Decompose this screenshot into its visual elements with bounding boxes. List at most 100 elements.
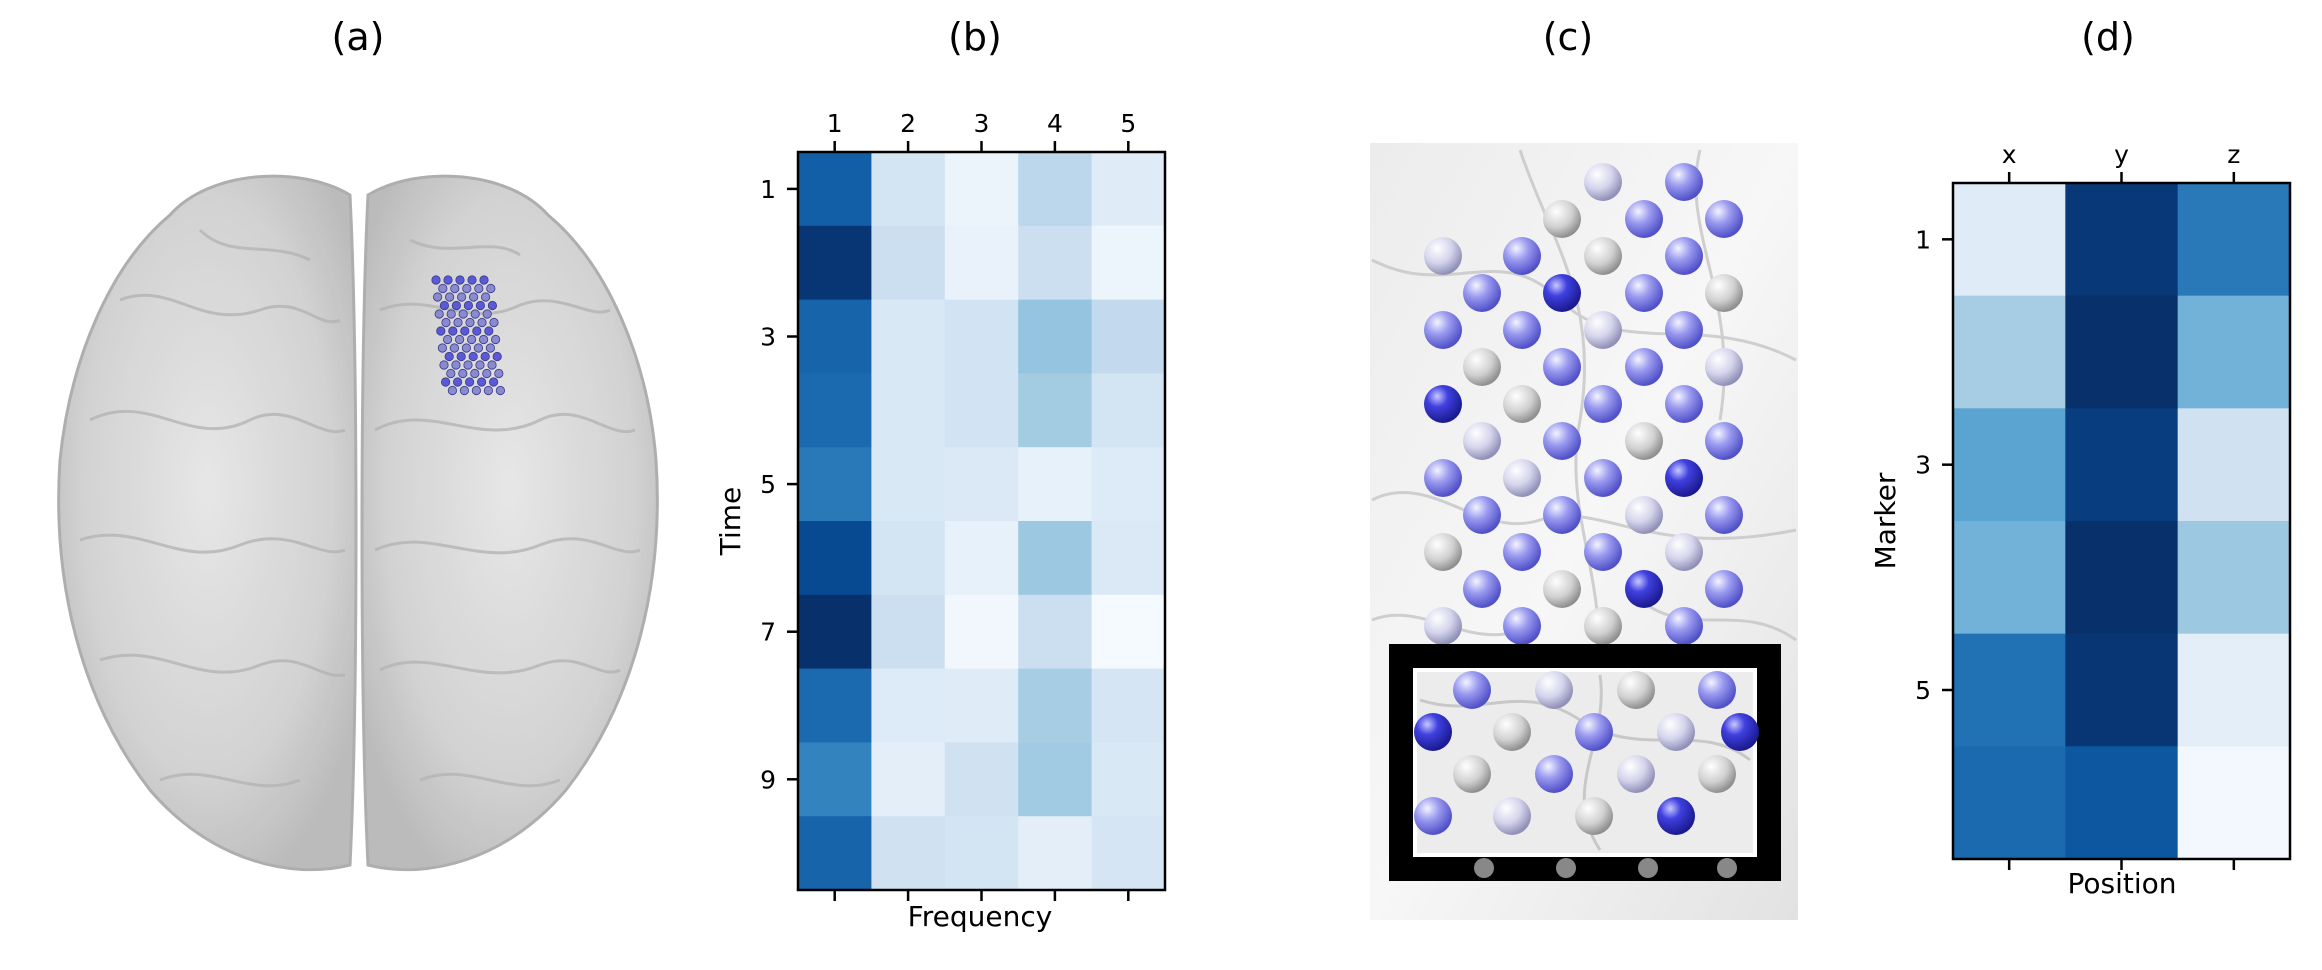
electrode-grid <box>431 275 505 396</box>
heatmap-cell <box>944 668 1019 743</box>
inset-electrode-sphere <box>1414 797 1452 835</box>
electrode-dot <box>483 385 493 396</box>
electrode-sphere <box>1665 237 1703 275</box>
electrode-dot <box>458 309 468 319</box>
electrode-sphere <box>1463 496 1501 534</box>
heatmap-cell <box>1091 373 1166 448</box>
heatmap-b-ylabel: Time <box>714 487 747 557</box>
heatmap-cell <box>1018 299 1093 374</box>
heatmap-cell <box>944 594 1019 670</box>
heatmap-cell <box>1018 742 1093 817</box>
heatmap-cell <box>2177 521 2291 635</box>
electrode-sphere <box>1424 311 1462 349</box>
electrode-dot <box>485 343 495 353</box>
y-tick-label: 9 <box>760 765 776 794</box>
electrode-dot <box>477 317 487 328</box>
heatmap-cell <box>871 594 946 670</box>
heatmap-cell <box>798 594 872 670</box>
inset-electrode-sphere <box>1617 755 1655 793</box>
heatmap-b-xlabel: Frequency <box>908 900 1053 933</box>
electrode-dot <box>446 368 456 379</box>
electrode-sphere <box>1625 348 1663 386</box>
electrode-dot <box>462 283 472 294</box>
electrode-dot <box>472 326 482 336</box>
electrode-dot <box>471 385 481 396</box>
electrode-dot <box>461 343 471 353</box>
electrode-sphere <box>1584 163 1622 201</box>
heatmap-cell <box>871 447 946 522</box>
brain-gyri <box>79 228 641 788</box>
heatmap-cell <box>1953 183 2066 297</box>
electrode-dot <box>487 300 497 311</box>
inset-electrode-spheres <box>1414 671 1759 835</box>
inset-electrode-sphere <box>1698 671 1736 709</box>
electrode-sphere <box>1543 570 1581 608</box>
electrode-spheres <box>1424 163 1743 645</box>
electrode-dot <box>484 326 494 336</box>
heatmap-cell <box>2065 746 2179 860</box>
heatmap-d-ylabel: Marker <box>1869 472 1902 569</box>
electrode-dot <box>441 317 451 328</box>
electrode-sphere <box>1503 237 1541 275</box>
electrode-dot <box>446 309 456 319</box>
heatmap-cell <box>798 373 872 448</box>
heatmap-cell <box>944 521 1019 596</box>
electrode-sphere <box>1665 459 1703 497</box>
electrode-dot <box>437 343 447 353</box>
heatmap-b-cells <box>798 152 1166 891</box>
inset-electrode-sphere <box>1414 713 1452 751</box>
electrode-sphere <box>1584 533 1622 571</box>
heatmap-cell <box>944 742 1019 817</box>
electrode-sphere <box>1463 422 1501 460</box>
electrode-dot <box>442 334 453 345</box>
electrode-dot <box>475 360 485 370</box>
y-tick-label: 5 <box>1915 676 1931 705</box>
heatmap-d-y-ticks: 135 <box>1915 225 1953 705</box>
electrode-dot <box>450 283 460 294</box>
electrode-sphere <box>1424 533 1462 571</box>
electrode-dot <box>480 292 491 302</box>
electrode-dot <box>453 317 463 328</box>
heatmap-cell <box>871 816 946 891</box>
electrode-dot <box>488 377 499 387</box>
electrode-dot <box>439 300 449 311</box>
electrode-dot <box>463 300 473 311</box>
electrode-dot <box>458 368 468 379</box>
heatmap-cell <box>798 152 872 227</box>
electrode-sphere <box>1665 533 1703 571</box>
electrode-dot <box>447 385 457 396</box>
heatmap-cell <box>1091 225 1166 301</box>
x-tick-label: x <box>2002 140 2017 169</box>
heatmap-cell <box>2177 183 2291 297</box>
heatmap-cell <box>1018 447 1093 522</box>
brain-illustration <box>57 174 659 872</box>
electrode-dot <box>431 275 441 285</box>
heatmap-cell <box>1018 373 1093 448</box>
electrode-dot <box>432 292 443 302</box>
heatmap-cell <box>2065 521 2179 635</box>
heatmap-cell <box>1018 521 1093 596</box>
electrode-dot <box>479 275 489 285</box>
heatmap-cell <box>1091 742 1166 817</box>
heatmap-cell <box>944 299 1019 374</box>
electrode-dot <box>456 351 466 362</box>
heatmap-cell <box>2177 633 2291 747</box>
electrode-sphere <box>1705 200 1743 238</box>
electrode-dot <box>438 283 448 294</box>
electrode-sphere <box>1584 459 1622 497</box>
inset-clipped-spheres <box>1474 858 1737 878</box>
electrode-sphere <box>1665 163 1703 201</box>
electrode-dot <box>476 377 487 387</box>
electrode-dot <box>455 275 465 285</box>
x-tick-label: 3 <box>974 109 990 138</box>
electrode-dot <box>480 351 490 362</box>
inset-electrode-sphere <box>1657 797 1695 835</box>
electrode-sphere <box>1705 570 1743 608</box>
electrode-sphere <box>1543 274 1581 312</box>
electrode-sphere <box>1543 496 1581 534</box>
inset-electrode-sphere <box>1493 797 1531 835</box>
heatmap-cell <box>798 299 872 374</box>
panel-a-title: (a) <box>332 15 385 59</box>
